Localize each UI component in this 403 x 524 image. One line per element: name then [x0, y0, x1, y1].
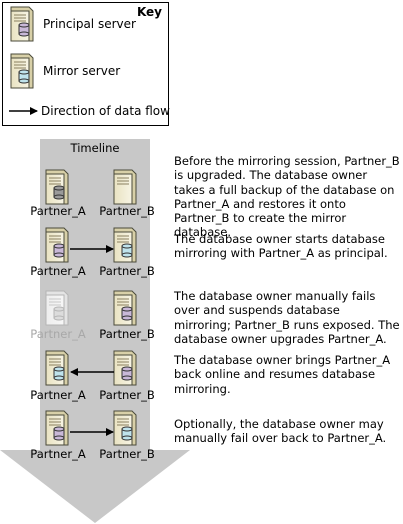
step-2-left-label: Partner_A	[30, 264, 86, 278]
step-3-left-server	[45, 290, 69, 326]
key-principal-server	[10, 6, 34, 42]
step-2-right-label: Partner_B	[99, 264, 155, 278]
step-3-right-server	[113, 290, 137, 326]
timeline-label: Timeline	[70, 141, 120, 155]
step-4-right-label: Partner_B	[99, 388, 155, 402]
key-flow-label: Direction of data flow	[41, 104, 170, 118]
key-mirror-server	[10, 53, 34, 89]
key-icons	[9, 6, 38, 115]
step-2-right-server	[113, 227, 137, 263]
key-principal-label: Principal server	[43, 17, 136, 31]
step-5-right-server	[113, 410, 137, 446]
step-4-right-server	[113, 350, 137, 386]
key-mirror-label: Mirror server	[43, 64, 121, 78]
step-1-left-server	[45, 169, 69, 205]
step-4-left-label: Partner_A	[30, 388, 86, 402]
step-5-right-label: Partner_B	[99, 447, 155, 461]
step-3-description: The database owner manually fails over a…	[174, 289, 400, 346]
step-5-left-server	[45, 410, 69, 446]
step-2-left-server	[45, 227, 69, 263]
key-title: Key	[136, 5, 162, 19]
step-5-left-label: Partner_A	[30, 447, 86, 461]
step-3-right-label: Partner_B	[99, 327, 155, 341]
step-2-description: The database owner starts database mirro…	[174, 232, 388, 261]
step-1-right-label: Partner_B	[99, 204, 155, 218]
step-3-left-label: Partner_A	[30, 327, 86, 341]
key-legend: Key Principal server Mirror server Direc…	[2, 2, 170, 126]
step-1-left-label: Partner_A	[30, 204, 86, 218]
step-4-description: The database owner brings Partner_A back…	[174, 353, 391, 396]
step-5-description: Optionally, the database owner may manua…	[174, 417, 387, 446]
mirror-server-icon	[10, 53, 34, 89]
step-4-left-server	[45, 350, 69, 386]
step-1-description: Before the mirroring session, Partner_B …	[174, 154, 400, 240]
principal-server-icon	[10, 6, 34, 42]
step-1-right-server	[113, 169, 137, 205]
